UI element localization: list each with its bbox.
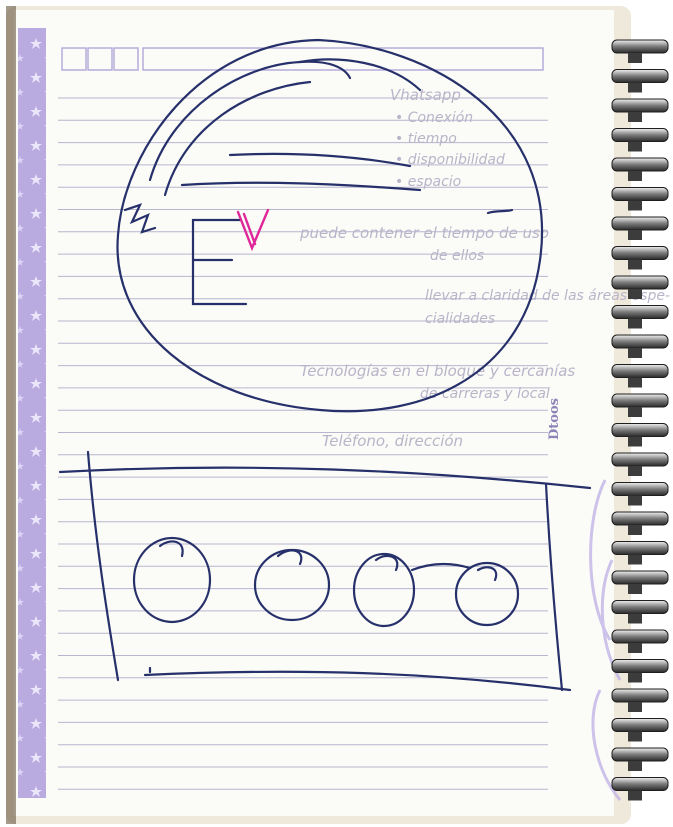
faint-line-6: de ellos (430, 248, 484, 264)
faint-line-4: • espacio (395, 174, 461, 190)
margin-star-band (18, 28, 46, 798)
faint-line-1: • Conexión (395, 110, 473, 126)
faint-line-5: puede contener el tiempo de uso (299, 224, 549, 242)
faint-line-0: Vhatsapp (390, 86, 461, 104)
faint-line-2: • tiempo (395, 131, 457, 147)
faint-line-3: • disponibilidad (395, 152, 505, 168)
brand-logo: Dtoos (547, 398, 562, 440)
faint-line-8: cialidades (425, 311, 495, 327)
faint-line-11: Teléfono, dirección (322, 432, 463, 450)
faint-line-9: Tecnologías en el bloque y cercanías (300, 362, 575, 380)
